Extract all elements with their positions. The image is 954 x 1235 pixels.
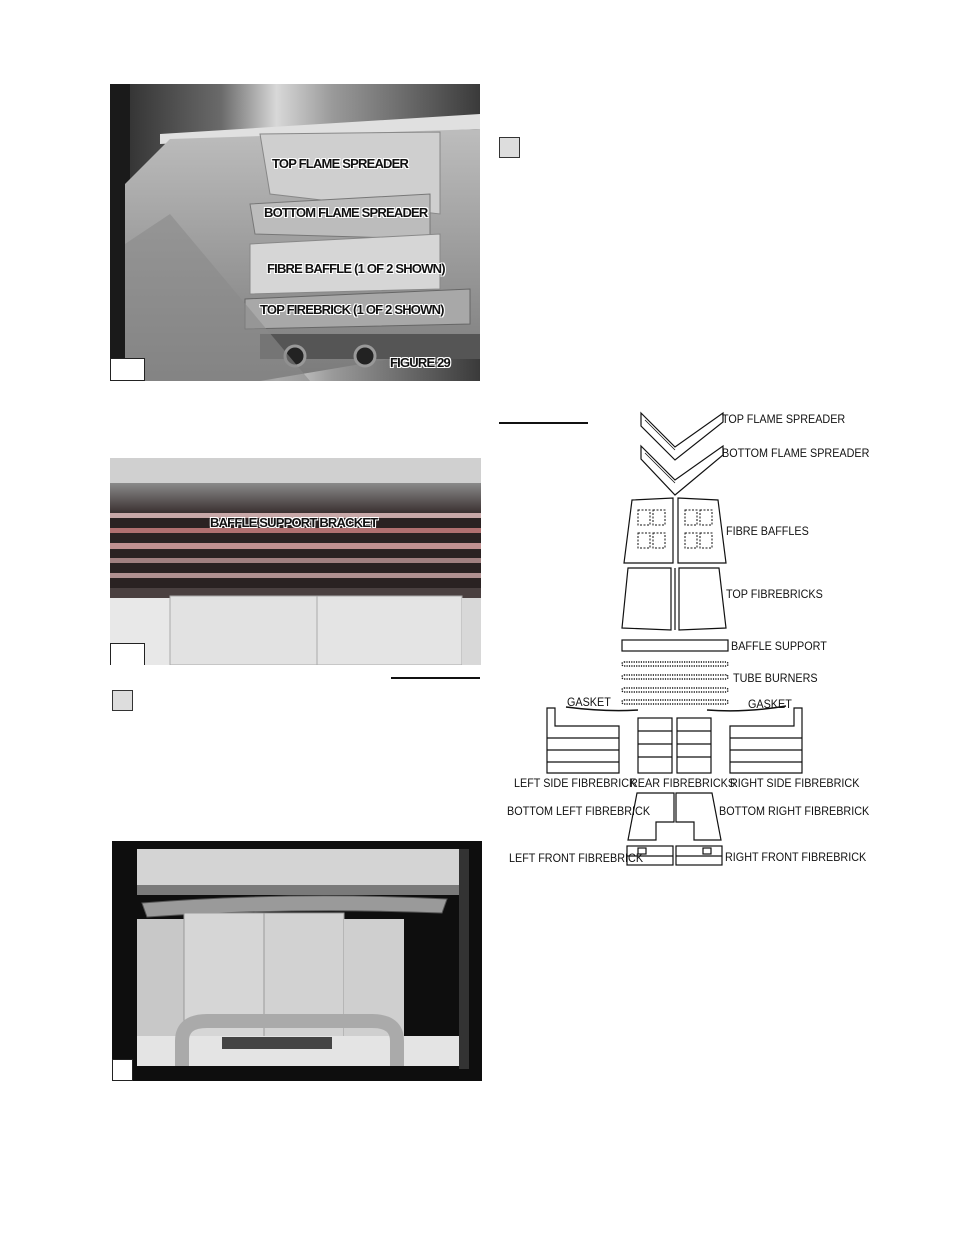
bottom-flame-spreader-part	[640, 444, 724, 496]
fibre-baffle-right-part	[677, 497, 727, 564]
diagram-label-baffle-support: BAFFLE SUPPORT	[731, 639, 827, 653]
rear-fibrebrick-left-part	[637, 717, 673, 774]
photo-baffle-support: BAFFLE SUPPORT BRACKET	[110, 458, 481, 665]
top-flame-spreader-part	[640, 411, 724, 461]
bottom-left-fibrebrick-part	[627, 792, 675, 841]
left-side-fibrebrick-part	[546, 707, 620, 774]
label-fibre-baffle: FIBRE BAFFLE (1 OF 2 SHOWN)	[267, 261, 446, 276]
diagram-label-bottom-flame-spreader: BOTTOM FLAME SPREADER	[722, 446, 870, 460]
photo-baffle-support-image	[110, 458, 481, 665]
exploded-parts-diagram	[546, 411, 803, 866]
photo-firebox-interior-image	[112, 841, 482, 1081]
photo-flame-spreaders: TOP FLAME SPREADER BOTTOM FLAME SPREADER…	[110, 84, 480, 381]
label-baffle-support-bracket: BAFFLE SUPPORT BRACKET	[210, 515, 378, 530]
baffle-support-part	[621, 639, 729, 652]
diagram-label-right-side-fibrebrick: RIGHT SIDE FIBREBRICK	[730, 776, 860, 790]
step-checkbox[interactable]	[112, 690, 133, 711]
rear-fibrebrick-right-part	[676, 717, 712, 774]
diagram-label-left-front-fibrebrick: LEFT FRONT FIBREBRICK	[509, 851, 644, 865]
top-fibrebrick-right-part	[678, 567, 727, 631]
label-top-firebrick: TOP FIREBRICK (1 OF 2 SHOWN)	[260, 302, 445, 317]
diagram-label-gasket-right: GASKET	[748, 697, 792, 711]
diagram-label-gasket-left: GASKET	[567, 695, 611, 709]
diagram-label-rear-fibrebricks: REAR FIBREBRICKS	[630, 776, 736, 790]
figure-caption: FIGURE 29	[390, 355, 451, 370]
diagram-label-bottom-left-fibrebrick: BOTTOM LEFT FIBREBRICK	[507, 804, 651, 818]
photo-tag	[110, 643, 145, 665]
photo-tag	[110, 358, 145, 381]
photo-tag	[112, 1059, 133, 1081]
section-rule	[391, 677, 480, 679]
photo-firebox-interior	[112, 841, 482, 1081]
label-top-flame-spreader: TOP FLAME SPREADER	[272, 156, 409, 171]
label-bottom-flame-spreader: BOTTOM FLAME SPREADER	[264, 205, 428, 220]
photo-flame-spreaders-image	[110, 84, 480, 381]
top-fibrebrick-left-part	[621, 567, 672, 631]
right-side-fibrebrick-part	[729, 707, 803, 774]
diagram-label-fibre-baffles: FIBRE BAFFLES	[726, 524, 809, 538]
section-rule	[499, 422, 588, 424]
diagram-label-bottom-right-fibrebrick: BOTTOM RIGHT FIBREBRICK	[719, 804, 870, 818]
diagram-label-tube-burners: TUBE BURNERS	[733, 671, 818, 685]
bottom-right-fibrebrick-part	[675, 792, 722, 841]
diagram-label-left-side-fibrebrick: LEFT SIDE FIBREBRICK	[514, 776, 637, 790]
diagram-label-top-fibrebricks: TOP FIBREBRICKS	[726, 587, 823, 601]
diagram-label-top-flame-spreader: TOP FLAME SPREADER	[722, 412, 846, 426]
fibre-baffle-left-part	[623, 497, 674, 564]
diagram-label-right-front-fibrebrick: RIGHT FRONT FIBREBRICK	[725, 850, 867, 864]
step-checkbox[interactable]	[499, 137, 520, 158]
